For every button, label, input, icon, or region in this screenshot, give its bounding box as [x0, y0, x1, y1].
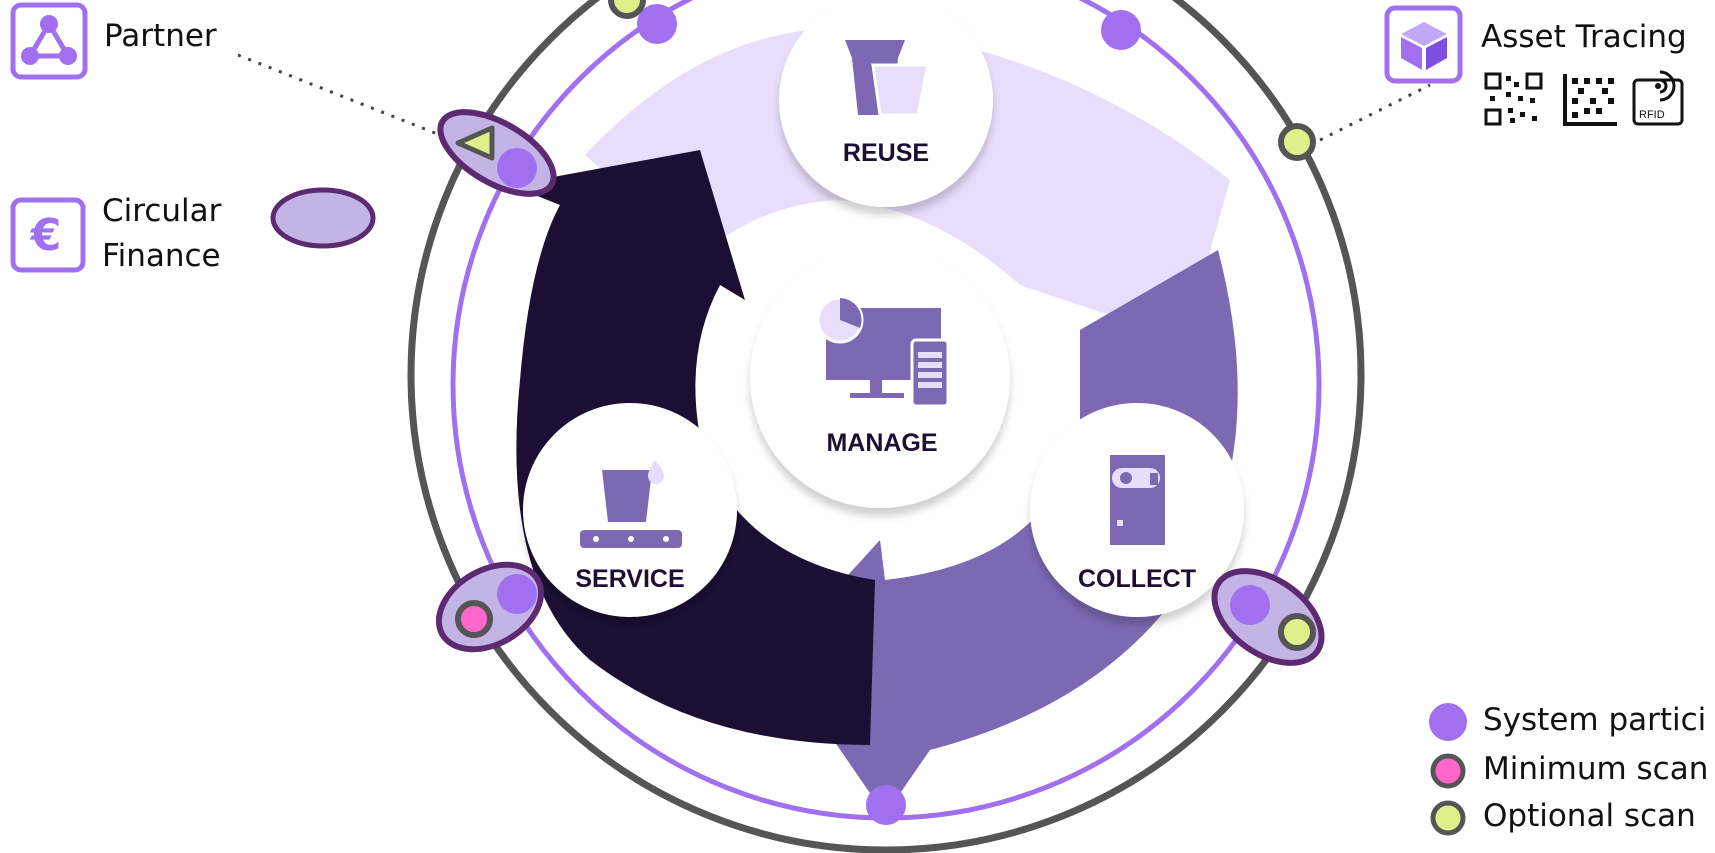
collection-machine-icon: [1110, 455, 1165, 545]
finance-label-line2: Finance: [102, 238, 221, 274]
collect-arrow-mid: [775, 250, 1238, 815]
legend-marker-optional: [1430, 800, 1466, 836]
monitor-phone-icon: [816, 296, 950, 408]
data-matrix-icon: [1563, 74, 1617, 126]
manage-label: MANAGE: [826, 429, 937, 457]
participant-dot: [1101, 10, 1141, 50]
qr-code-icon: [1484, 72, 1543, 126]
euro-icon: €: [10, 197, 86, 273]
optional-scan-triangle-icon: [455, 125, 495, 161]
stage-service: SERVICE: [523, 403, 737, 617]
finance-label-line1: Circular: [102, 193, 222, 229]
reuse-cups-icon: [845, 40, 930, 117]
conveyor-cup-icon: [580, 460, 682, 548]
participant-dot: [497, 574, 537, 614]
finance-gateway-oval: [270, 187, 376, 249]
collect-label: COLLECT: [1078, 565, 1196, 593]
legend-marker-participant: [1429, 703, 1467, 741]
outer-gray-ring: [407, 0, 1365, 853]
partner-network-icon: [10, 2, 88, 80]
legend-item-label: Optional scan: [1483, 798, 1696, 834]
legend-item-label: Minimum scan: [1483, 751, 1709, 787]
participant-dot: [866, 785, 906, 825]
system-participant-dots: [497, 4, 1270, 825]
stage-reuse: REUSE: [779, 0, 993, 207]
asset-tracing-label: Asset Tracing: [1481, 19, 1687, 55]
legend-marker-minimum: [1430, 753, 1466, 789]
optional-scan-dot: [608, 0, 646, 19]
participant-dot: [637, 4, 677, 44]
reuse-label: REUSE: [843, 139, 929, 167]
svg-text:€: €: [30, 210, 62, 261]
optional-scan-dot: [1278, 123, 1316, 161]
stage-manage: MANAGE: [750, 248, 1010, 508]
partner-connector-line: [237, 53, 441, 137]
legend-item-label: System partici: [1483, 702, 1707, 738]
asset-cube-icon: [1384, 5, 1463, 84]
partner-label: Partner: [104, 18, 217, 54]
service-label: SERVICE: [575, 565, 684, 593]
rfid-tag-icon: RFID: [1632, 70, 1684, 126]
participant-dot: [1230, 585, 1270, 625]
rfid-label: RFID: [1639, 109, 1665, 121]
participant-dot: [497, 148, 537, 188]
stage-collect: COLLECT: [1030, 403, 1244, 617]
asset-tracing-connector-line: [1319, 83, 1431, 142]
minimum-scan-dot: [455, 600, 493, 638]
optional-scan-dot: [1278, 613, 1316, 651]
